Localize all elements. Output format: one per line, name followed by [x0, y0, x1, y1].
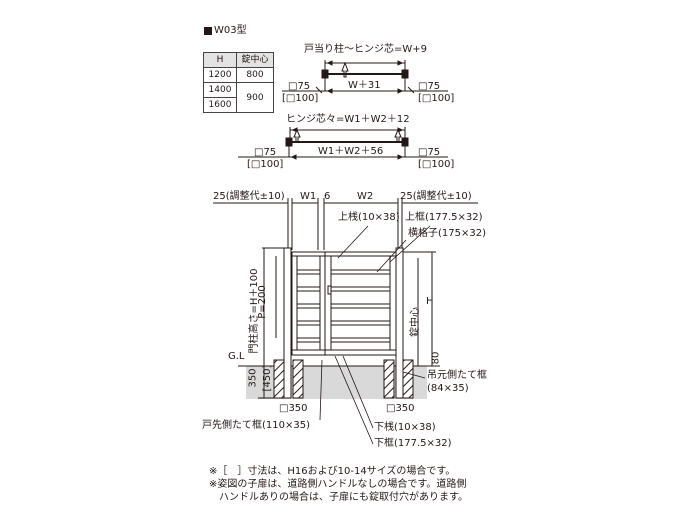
label-pitch: P=200: [257, 285, 268, 319]
top-left-post-size-alt: [□100]: [282, 93, 319, 104]
top-right-post-size-alt: [□100]: [418, 93, 455, 104]
table-cell-lock: 800: [236, 67, 274, 83]
table-header-h: H: [203, 52, 237, 68]
footnote-line: ハンドルありの場合は、子扉にも錠取付穴があります。: [209, 492, 468, 503]
vertical-dimension-lines: [258, 247, 436, 399]
elevation-dimension-lines: [213, 198, 478, 250]
dim-left-adjust: 25(調整代±10): [213, 191, 285, 202]
mid-left-post-size-alt: [□100]: [247, 159, 284, 170]
mid-plan-width: W1＋W2＋56: [318, 146, 384, 157]
top-plan-title: 戸当り柱～ヒンジ芯=W+9: [304, 44, 428, 55]
middle-plan-view: [238, 127, 448, 160]
top-left-post-size: □75: [288, 81, 311, 92]
label-lower-frame: 下框(177.5×32): [374, 438, 452, 449]
label-gl: G.L: [228, 351, 245, 362]
leader-lines: [319, 225, 431, 445]
top-plan-view: [282, 60, 448, 94]
label-hang-side-size: (84×35): [427, 383, 469, 394]
table-cell-h: 1200: [203, 67, 237, 83]
mid-right-post-size: □75: [418, 147, 441, 158]
footnotes: ※［ ］寸法は、H16および10-14サイズの場合です。 ※姿図の子扉は、道路側…: [209, 465, 468, 504]
footnote-line: ※姿図の子扉は、道路側ハンドルなしの場合です。道路側: [209, 479, 467, 490]
label-right-footing: □350: [386, 403, 415, 414]
dim-right-adjust: 25(調整代±10): [400, 191, 472, 202]
label-lock-center: 錠中心: [410, 307, 421, 337]
mid-right-post-size-alt: [□100]: [418, 159, 455, 170]
table-header-lock: 錠中心: [236, 52, 274, 68]
dim-w2: W2: [357, 191, 374, 202]
heading-square-icon: [204, 27, 212, 35]
label-depth-450: [450]: [262, 364, 273, 392]
label-upper-frame: 上框(177.5×32): [405, 212, 483, 223]
table-cell-h: 1400: [203, 82, 237, 98]
label-h: H: [426, 296, 434, 307]
drawing-heading: W03型: [214, 25, 247, 36]
dim-w1: W1: [300, 191, 317, 202]
dim-gap: 6: [324, 191, 331, 202]
label-hang-side-frame: 吊元側たて框: [427, 370, 487, 381]
label-door-edge-frame: 戸先側たて框(110×35): [202, 420, 310, 431]
label-lower-bar: 下桟(10×38): [374, 422, 436, 433]
lattice-slats: [297, 269, 390, 343]
label-h80: 80: [430, 351, 442, 365]
label-left-footing: □350: [279, 403, 308, 414]
mid-plan-title: ヒンジ芯々=W1＋W2＋12: [286, 114, 410, 125]
lock-center-table: H 錠中心 1200 800 1400 900 1600: [203, 52, 274, 113]
label-lattice: 横格子(175×32): [408, 228, 486, 239]
mid-left-post-size: □75: [254, 147, 277, 158]
footnote-line: ※［ ］寸法は、H16および10-14サイズの場合です。: [209, 466, 456, 477]
label-depth-350: 350: [247, 368, 259, 388]
label-upper-bar: 上桟(10×38): [338, 212, 400, 223]
top-plan-width: W＋31: [348, 80, 381, 91]
table-cell-lock: 900: [236, 82, 274, 113]
table-cell-h: 1600: [203, 97, 237, 113]
top-right-post-size: □75: [418, 81, 441, 92]
